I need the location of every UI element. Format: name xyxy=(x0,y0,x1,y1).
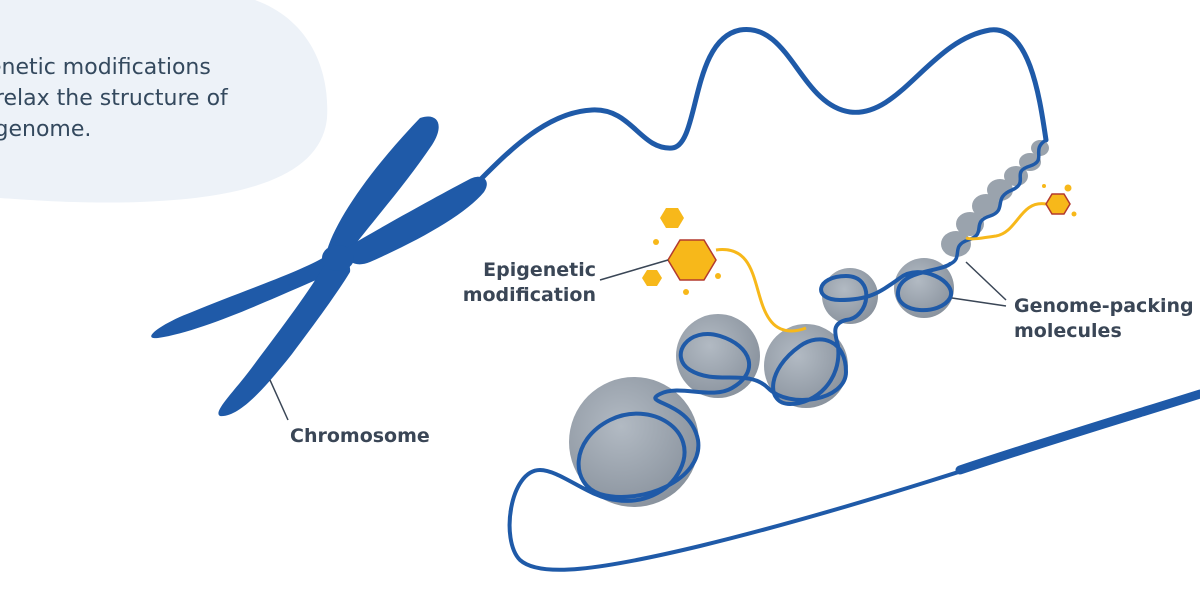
caption-text: genetic modifications n relax the struct… xyxy=(0,52,304,145)
chromosome-pointer xyxy=(269,379,289,421)
caption-line-3: e genome. xyxy=(0,117,92,142)
chromosome-label-text: Chromosome xyxy=(290,425,430,447)
genome-packing-label-line-1: Genome-packing xyxy=(1014,295,1194,317)
genome-packing-label-line-2: molecules xyxy=(1014,320,1122,342)
epigenetic-modification-label: Epigenetic modification xyxy=(460,258,596,308)
dna-strand-upper xyxy=(479,27,1049,181)
condensed-fiber xyxy=(941,138,1049,266)
chromosome-shape xyxy=(151,116,487,417)
modification-tether-right xyxy=(965,202,1047,241)
genome-packing-pointer-lower xyxy=(951,297,1007,307)
chromosome-label: Chromosome xyxy=(290,424,430,449)
genome-packing-label: Genome-packing molecules xyxy=(1014,294,1194,344)
modification-tether-left xyxy=(715,248,807,333)
epigenetic-modification-large xyxy=(642,208,721,295)
modification-pointer xyxy=(599,259,669,281)
genome-packing-pointer-upper xyxy=(965,261,1007,301)
dna-strand-lower xyxy=(507,262,1200,572)
epigenetic-modification-small xyxy=(1042,184,1077,217)
epigenetic-modification-label-line-2: modification xyxy=(462,284,596,306)
caption-line-1: genetic modifications xyxy=(0,55,211,80)
epigenetic-modification-label-line-1: Epigenetic xyxy=(483,259,596,281)
caption-line-2: n relax the structure of xyxy=(0,86,228,111)
caption-bubble xyxy=(0,0,328,203)
dna-strand-end xyxy=(955,389,1200,475)
